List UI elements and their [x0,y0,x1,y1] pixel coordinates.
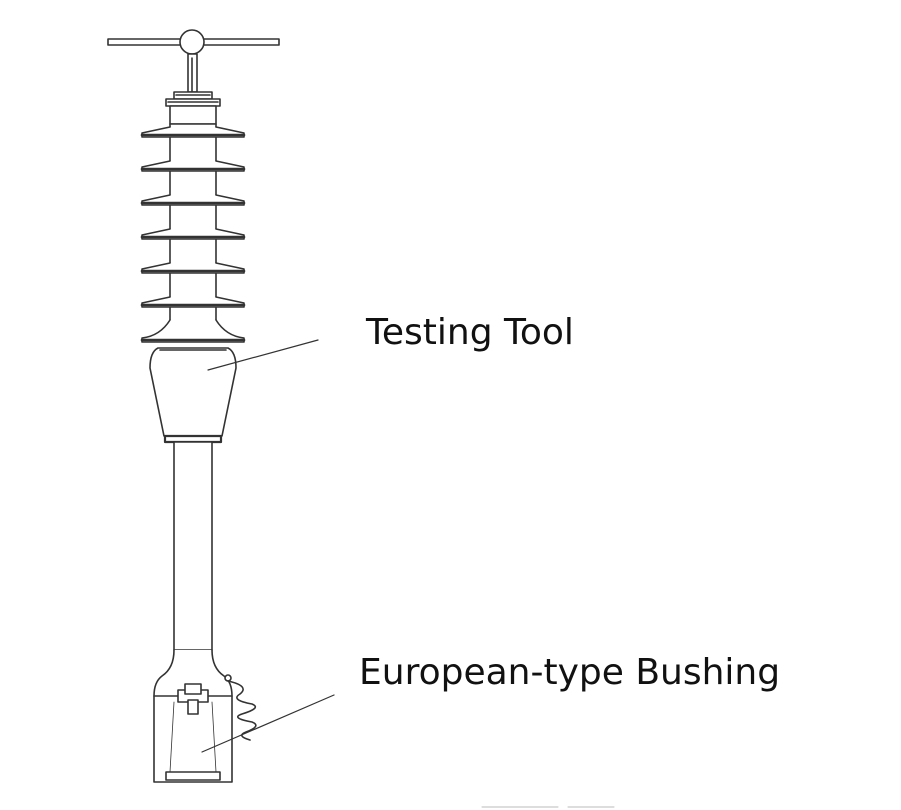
bushing-body [153,649,257,783]
t-handle [107,29,280,93]
top-terminal [165,91,221,125]
testing-tool-leader [207,339,319,371]
stress-cone [149,347,237,444]
insulator-sheds [140,123,246,343]
shaft [173,441,213,651]
bushing-label: European-type Bushing [359,652,781,693]
bushing-leader [201,694,335,753]
testing-tool-label: Testing Tool [366,312,574,353]
